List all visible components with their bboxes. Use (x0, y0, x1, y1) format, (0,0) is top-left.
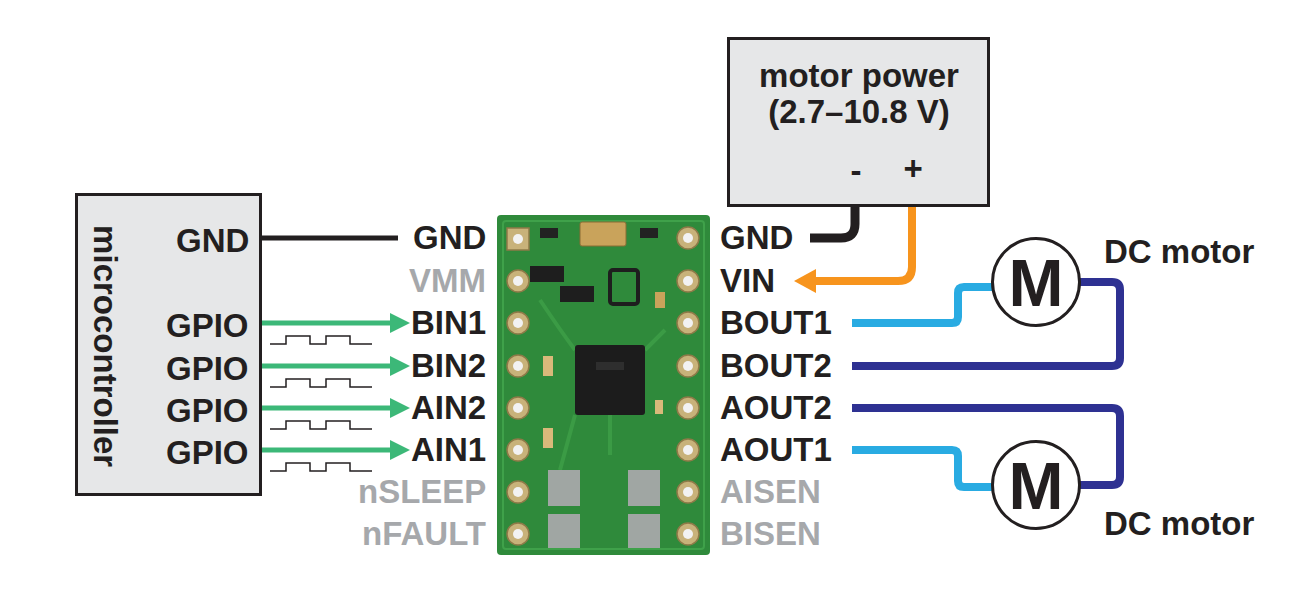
pin-label: AOUT2 (720, 390, 832, 426)
device-name: microcontroller (87, 225, 123, 467)
pwm-waveforms (270, 336, 372, 471)
pin-label: GND (413, 220, 486, 256)
pin-label: BIN1 (411, 305, 486, 341)
pin-label: nFAULT (362, 516, 486, 552)
supply-name: motor power (2.7–10.8 V) (739, 58, 979, 131)
pin-label: AISEN (720, 474, 821, 510)
pin-label: BIN2 (411, 348, 486, 384)
pin-name: GPIO (166, 435, 249, 471)
pin-label: VMM (409, 263, 486, 299)
pin-label: GND (720, 220, 793, 256)
signal-arrows (262, 313, 410, 460)
pin-label: nSLEEP (358, 474, 486, 510)
driver-board (497, 215, 710, 555)
pin-name: GPIO (166, 393, 249, 429)
pin-label: BISEN (720, 516, 821, 552)
ground-wire (262, 238, 398, 239)
terminal-sign: - (851, 153, 862, 189)
power-wires (794, 205, 912, 293)
pin-label: AOUT1 (720, 432, 832, 468)
motor-wires (852, 282, 1120, 487)
terminal-sign: + (904, 151, 923, 187)
power-supply-box: motor power (2.7–10.8 V) - + (727, 37, 990, 207)
motor-symbol: M (1009, 450, 1064, 523)
microcontroller-box: microcontroller GND GPIO GPIO GPIO GPIO (75, 193, 262, 496)
pin-label: BOUT2 (720, 348, 832, 384)
pin-name: GPIO (166, 308, 249, 344)
motor-label: DC motor (1104, 234, 1254, 270)
motor-circle: MDC motor (991, 237, 1081, 327)
motor-label: DC motor (1104, 506, 1254, 542)
motor-circle: MDC motor (991, 440, 1081, 530)
pin-label: AIN1 (411, 432, 486, 468)
pin-label: AIN2 (411, 390, 486, 426)
pin-label: VIN (720, 263, 775, 299)
pin-name: GND (176, 223, 249, 259)
pin-name: GPIO (166, 351, 249, 387)
pin-label: BOUT1 (720, 305, 832, 341)
motor-symbol: M (1009, 247, 1064, 320)
